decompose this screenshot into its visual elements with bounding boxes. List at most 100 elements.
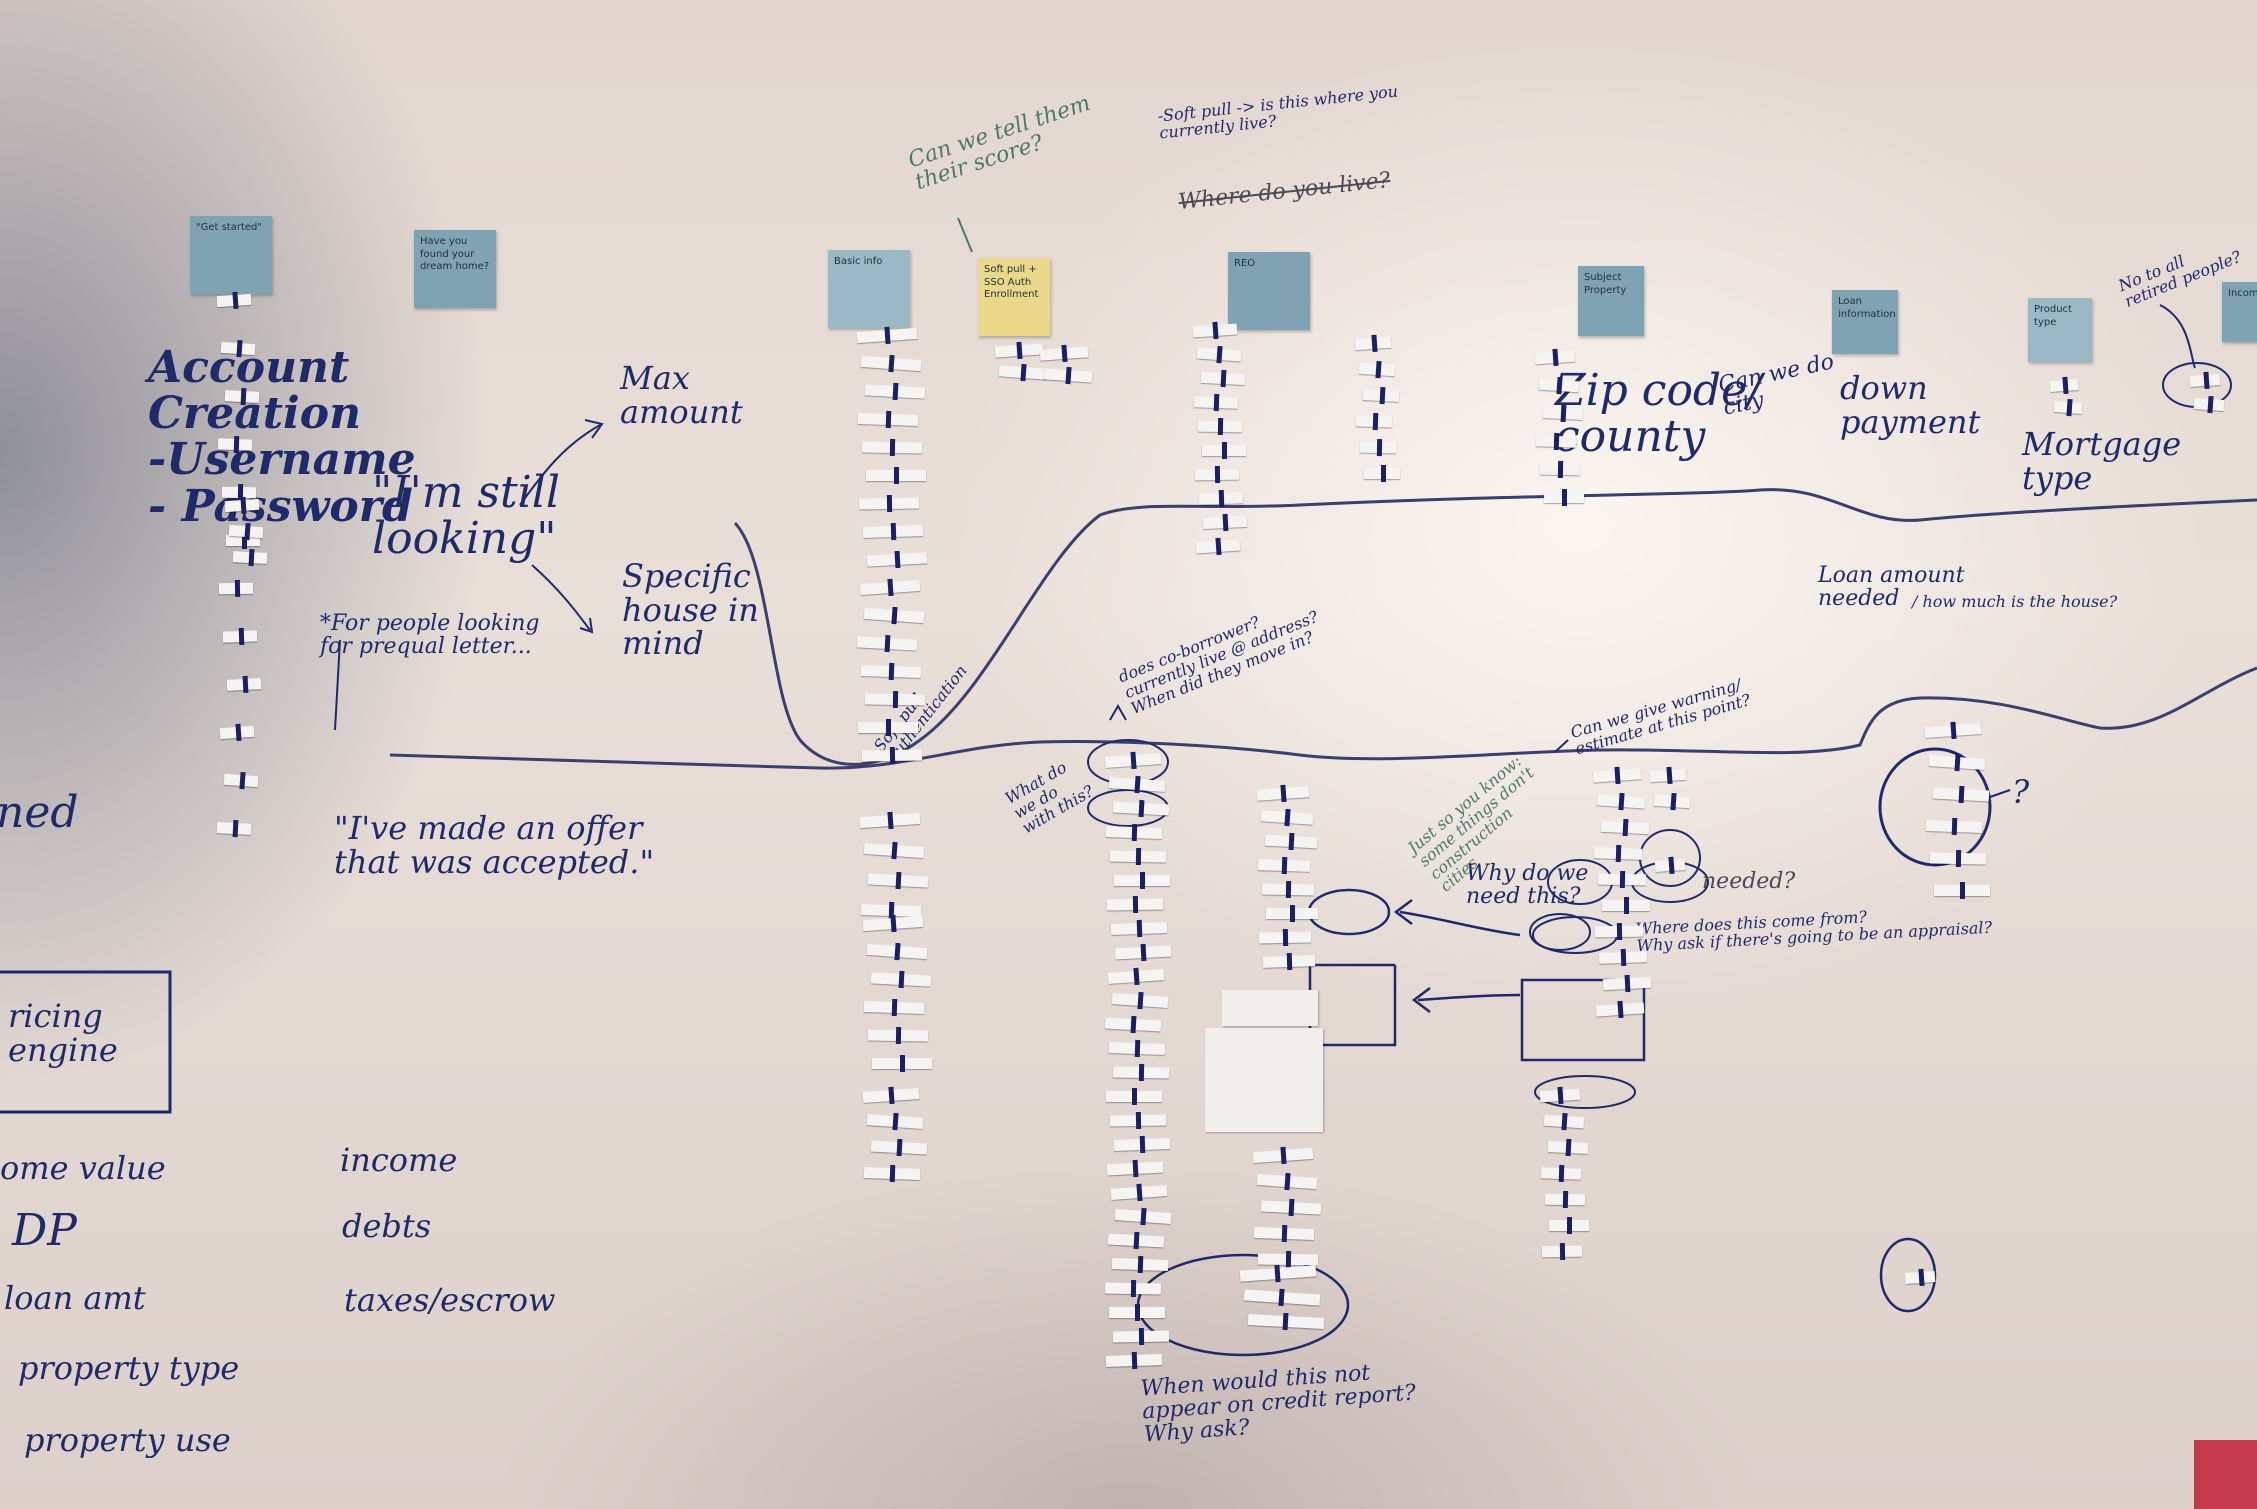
paper-slip [858,497,920,510]
paper-slip [224,390,260,403]
sticky-get-started: "Get started" [190,216,272,294]
sticky-income: Income [2222,282,2257,342]
paper-slip [222,630,258,643]
paper-slip [1549,1217,1589,1234]
paper-slip [1193,396,1239,409]
paper-slip [2193,397,2225,412]
paper-slip [218,582,254,595]
note-right-list-1: debts [342,1207,432,1245]
paper-slip [1112,1066,1170,1079]
paper-slip [860,664,922,679]
note-needed: needed? [1702,869,1796,894]
note-ive-made-an-offer: "I've made an offer that was accepted." [334,809,655,881]
sticky-loan-information: Loan information [1832,290,1898,354]
sticky-dream-home: Have you found your dream home? [414,230,496,308]
upper-journey-line [733,488,2257,766]
note-how-much-house: / how much is the house? [1912,592,2118,611]
paper-slip [1925,820,1983,833]
paper-slip [216,822,252,835]
note-zip-code: Zip code/ county [1555,365,1762,463]
paper-slip [1194,468,1240,481]
paper-slip [1362,389,1400,402]
note-pricing-engine: ricing engine [8,997,118,1069]
note-im-still-looking: "I'm still looking" [372,467,560,565]
paper-slip [1359,441,1397,454]
paper-slip [1547,1140,1589,1155]
paper-slip [1197,420,1243,433]
paper-slip [861,441,923,454]
paper-slip [1539,463,1581,476]
paper-slip [1257,1253,1319,1266]
paper-slip [1104,1282,1162,1295]
paper-slip [1202,515,1248,530]
paper-slip [1262,955,1316,968]
note-max-amount: Max amount [620,359,743,431]
paper-slip [1108,1042,1166,1055]
paper-slip [1544,1193,1586,1206]
note-specific-house: Specific house in mind [622,557,759,663]
paper-slip [1202,442,1246,459]
paper-slip [866,467,926,484]
paper-slip [1355,415,1393,428]
paper-slip [1112,1330,1170,1343]
paper-slip [2053,401,2083,414]
note-loan-amount-needed: Loan amount needed [1818,563,1965,612]
paper-slip [224,498,260,513]
paper-slip [1593,847,1643,860]
note-left-list-4: property use [24,1421,231,1459]
note-question-mark: ? [2012,773,2030,811]
paper-slip [1261,883,1315,896]
paper-slip [2049,379,2079,392]
note-left-list-3: property type [18,1349,240,1387]
paper-slip [862,524,924,539]
printed-card [1205,1028,1323,1132]
paper-slip [2189,373,2221,388]
lower-journey-line [389,666,2257,770]
paper-slip [1597,873,1647,886]
paper-slip [1594,925,1644,938]
paper-slip [1266,905,1318,922]
sticky-product-type: Product type [2028,298,2092,362]
note-why-do-we-need: Why do we need this? [1466,861,1589,910]
red-sticky-note [2194,1440,2257,1509]
note-left-list-2: loan amt [4,1279,146,1317]
paper-slip [1253,1226,1315,1241]
paper-slip [1113,1138,1171,1151]
paper-slip [1200,371,1246,386]
sticky-subject-property: Subject Property [1578,266,1644,336]
paper-slip [1602,897,1650,914]
paper-slip [1109,1304,1165,1321]
paper-slip [867,1029,929,1042]
paper-slip [1111,1258,1169,1271]
note-for-people-looking: *For people looking for prequal letter..… [320,611,540,660]
paper-slip [1106,1088,1162,1105]
paper-slip [1114,872,1170,889]
paper-slip [216,293,252,308]
note-right-list-2: taxes/escrow [344,1281,556,1319]
paper-slip [1364,465,1400,482]
paper-slip [1258,931,1312,944]
paper-slip [1540,1167,1582,1180]
note-left-list-1: DP [12,1205,77,1256]
paper-slip [1598,951,1648,964]
paper-slip [1654,858,1686,873]
paper-slip [1105,826,1163,839]
paper-slip [1109,1114,1167,1127]
paper-slip [872,1055,932,1072]
paper-slip [858,719,918,736]
paper-slip [1904,1270,1936,1285]
paper-slip [1110,922,1168,935]
paper-slip [1257,859,1311,872]
paper-slip [1544,489,1584,506]
paper-slip [220,341,256,356]
sticky-reo: REO [1228,252,1310,330]
paper-slip [1542,406,1584,421]
sticky-soft-pull: Soft pull + SSO Auth Enrollment [978,258,1050,336]
paper-slip [861,749,923,762]
paper-slip [1541,1245,1583,1258]
paper-slip [857,412,919,427]
paper-slip [1109,850,1167,863]
paper-slip [1105,1354,1163,1367]
